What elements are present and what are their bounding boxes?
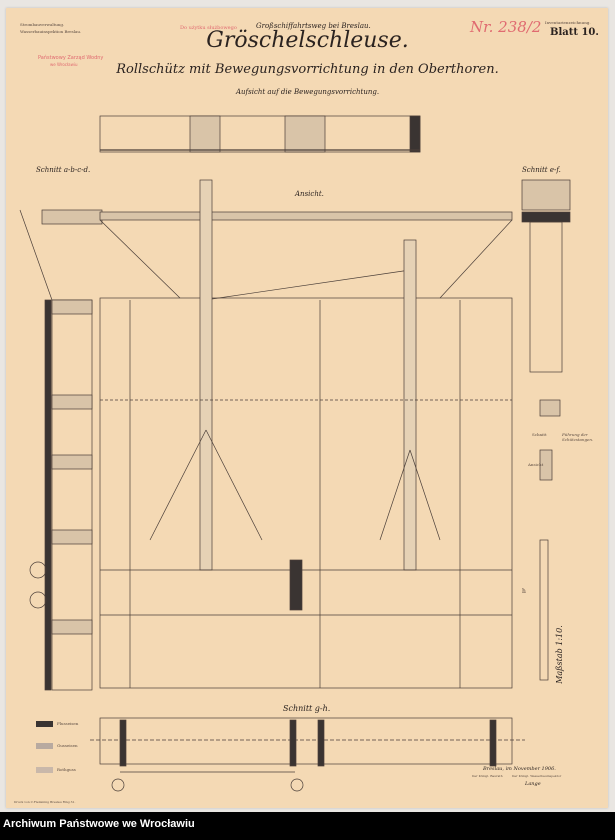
drawing-subtitle: Rollschütz mit Bewegungsvorrichtung in d… [116, 62, 499, 77]
place-date: Breslau, im November 1906. [483, 766, 556, 772]
plan-view [99, 115, 421, 153]
label-section-gh: Schnitt g-h. [283, 704, 331, 713]
legend-swatch-rothguss [36, 767, 53, 773]
sheet-number: Blatt 10. [550, 27, 599, 38]
elevation-view [99, 179, 513, 689]
legend-label: Rothguss [57, 767, 76, 772]
stamp-line2: we Wrocławiu [50, 62, 78, 67]
label-guide: Führung der Schützstangen. [562, 432, 594, 442]
archive-name: Archiwum Państwowe we Wrocławiu [3, 818, 195, 830]
signature: Lange [525, 781, 541, 787]
stamp-line1: Państwowy Zarząd Wodny [38, 55, 104, 61]
legend-label: Flusseisen [57, 721, 79, 726]
printer-note: Druck von C.Flemming Breslau Ring 31. [14, 800, 76, 804]
legend-label: Gusseisen [57, 743, 78, 748]
legend-swatch-flusseisen [36, 721, 53, 727]
signature-office1: Der Königl. Baurath [472, 774, 503, 778]
legend-swatch-gusseisen [36, 743, 53, 749]
drawing-title: Gröschelschleuse. [206, 28, 409, 53]
plan-caption: Aufsicht auf die Bewegungsvorrichtung. [235, 88, 380, 96]
inventory-label: Inventarienzeichnung. [545, 20, 591, 25]
label-section-abcd: Schnitt a-b-c-d. [36, 166, 91, 174]
marker-h: h [522, 588, 526, 595]
project-name: Großschiffahrtsweg bei Breslau. [256, 22, 371, 30]
section-ef [521, 179, 571, 681]
section-abcd [19, 209, 103, 691]
authority-line2: Wasserbauinspektion Breslau. [20, 29, 82, 34]
label-section-ef: Schnitt e-f. [522, 166, 561, 174]
archive-number: Nr. 238/2 [470, 18, 542, 36]
authority-line1: Strombauverwaltung. [20, 22, 65, 27]
section-gh [90, 717, 525, 792]
red-note: Do użytku służbowego [180, 25, 237, 31]
label-guide-view: Ansicht [528, 462, 544, 467]
archive-footer: Archiwum Państwowe we Wrocławiu [0, 812, 615, 840]
scale-label: Maßstab 1:10. [554, 625, 564, 684]
label-elevation: Ansicht. [295, 190, 324, 198]
signature-office2: Der Königl. Wasserbauinspektor [512, 774, 562, 778]
label-guide-section: Schnitt [532, 432, 547, 437]
